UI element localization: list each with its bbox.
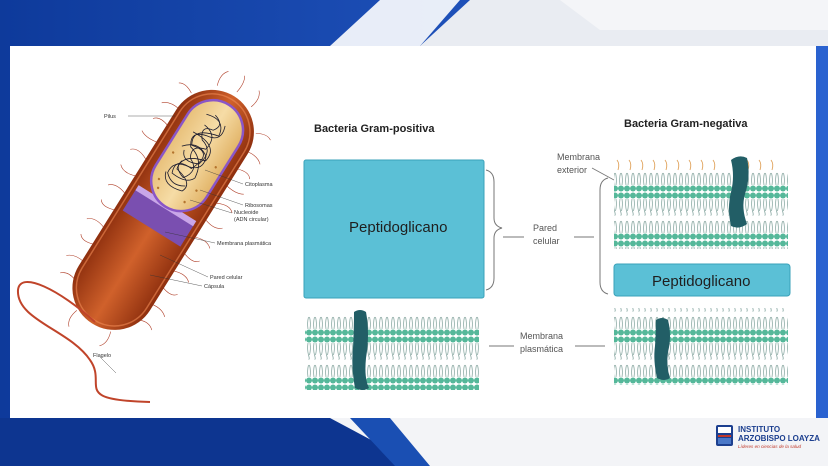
label-nucleoid: Nucleoide (234, 210, 258, 216)
gram-negative-diagram: Bacteria Gram-negativa Membrana exterior… (557, 118, 791, 385)
label-ribosomes: Ribosomas (245, 203, 273, 209)
peptidoglycan-label-negative: Peptidoglicano (652, 273, 750, 290)
cell-wall-label-2: celular (533, 236, 560, 246)
plasma-membrane-label-1: Membrana (520, 331, 563, 341)
label-cytoplasm: Citoplasma (245, 182, 273, 188)
outer-membrane (614, 172, 788, 249)
flagellum (16, 281, 151, 403)
ribosomes (156, 151, 217, 204)
logo-tagline: Líderes en ciencias de la salud (738, 444, 802, 449)
nucleoid (164, 113, 226, 192)
plasma-membrane-negative (614, 308, 788, 385)
pili (60, 71, 271, 347)
outer-membrane-label-2: exterior (557, 165, 587, 175)
label-capsule: Cápsula (204, 284, 225, 290)
bacterium-labels: Pilus Citoplasma Ribosomas Nucleoide (AD… (93, 114, 273, 374)
label-cell-wall: Pared celular (210, 275, 243, 281)
porin-protein (729, 156, 749, 228)
bacterium-illustration (16, 71, 271, 403)
gram-positive-diagram: Bacteria Gram-positiva Peptidoglicano (303, 123, 485, 390)
label-plasma-membrane: Membrana plasmática (217, 241, 272, 247)
membrane-protein-negative (654, 318, 670, 380)
logo-line2: ARZOBISPO LOAYZA (738, 434, 820, 443)
gram-negative-title: Bacteria Gram-negativa (624, 118, 748, 130)
outer-membrane-label-1: Membrana (557, 152, 600, 162)
plasma-membrane-label-2: plasmática (520, 344, 563, 354)
cell-wall-label-1: Pared (533, 223, 557, 233)
institute-logo: INSTITUTO ARZOBISPO LOAYZA Líderes en ci… (716, 425, 820, 449)
plasma-membrane-band (122, 188, 195, 247)
label-flagellum: Flagelo (93, 353, 111, 359)
institute-shield-icon (716, 425, 733, 446)
plasma-membrane-positive (305, 313, 479, 390)
membrane-protein-positive (352, 310, 369, 390)
middle-labels: Pared celular Membrana plasmática (485, 169, 605, 354)
label-nucleoid-dna: (ADN circular) (234, 217, 269, 223)
lipopolysaccharides (616, 159, 774, 171)
label-pilus: Pilus (104, 114, 116, 120)
gram-positive-title: Bacteria Gram-positiva (314, 123, 435, 135)
logo-line1: INSTITUTO (738, 425, 780, 434)
peptidoglycan-label-positive: Peptidoglicano (349, 219, 447, 236)
peptidoglycan-layer-negative (613, 263, 791, 297)
peptidoglycan-layer-positive (303, 159, 485, 299)
